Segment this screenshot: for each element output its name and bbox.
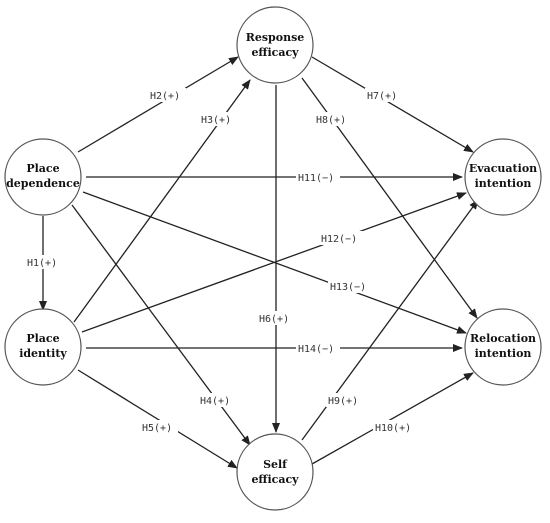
label-h9: H9(+) [328, 396, 358, 407]
node-place-identity: Place identity [4, 308, 82, 386]
edge-h4 [71, 204, 251, 446]
node-evacuation-intention: Evacuation intention [464, 138, 542, 216]
edge-h2 [77, 56, 239, 153]
node-place-identity-line1: Place [26, 332, 59, 345]
node-place-dependence-line2: dependence [6, 177, 80, 190]
node-relocation-intention-line2: intention [475, 347, 532, 360]
label-h10: H10(+) [375, 423, 411, 434]
label-h12: H12(−) [321, 234, 357, 245]
node-response-efficacy-line2: efficacy [251, 46, 299, 59]
node-place-dependence-line1: Place [26, 162, 59, 175]
node-relocation-intention-line1: Relocation [470, 332, 536, 345]
edges [39, 56, 479, 469]
label-h5: H5(+) [142, 423, 172, 434]
node-self-efficacy-line2: efficacy [251, 473, 299, 486]
label-h1: H1(+) [27, 258, 57, 269]
node-response-efficacy-line1: Response [246, 31, 305, 44]
node-self-efficacy: Self efficacy [236, 433, 314, 511]
node-evacuation-intention-line1: Evacuation [469, 162, 537, 175]
edge-labels: H2(+) H3(+) H7(+) H8(+) H11(−) H12(−) H1… [25, 88, 417, 434]
node-relocation-intention: Relocation intention [464, 308, 542, 386]
edge-h13 [82, 191, 467, 334]
label-h8: H8(+) [316, 115, 346, 126]
node-response-efficacy: Response efficacy [236, 6, 314, 84]
label-h3: H3(+) [201, 115, 231, 126]
node-evacuation-intention-line2: intention [475, 177, 532, 190]
node-self-efficacy-line1: Self [263, 458, 288, 471]
label-h6: H6(+) [259, 314, 289, 325]
edge-h7 [311, 56, 474, 153]
label-h4: H4(+) [200, 396, 230, 407]
node-place-identity-line2: identity [19, 347, 67, 360]
edge-h5 [77, 369, 238, 469]
label-h2: H2(+) [150, 91, 180, 102]
label-h7: H7(+) [367, 91, 397, 102]
label-h14: H14(−) [298, 344, 334, 355]
nodes: Place dependence Place identity Response… [4, 6, 542, 511]
edge-h10 [311, 372, 474, 465]
node-place-dependence: Place dependence [4, 138, 82, 216]
label-h13: H13(−) [330, 282, 366, 293]
label-h11: H11(−) [298, 173, 334, 184]
